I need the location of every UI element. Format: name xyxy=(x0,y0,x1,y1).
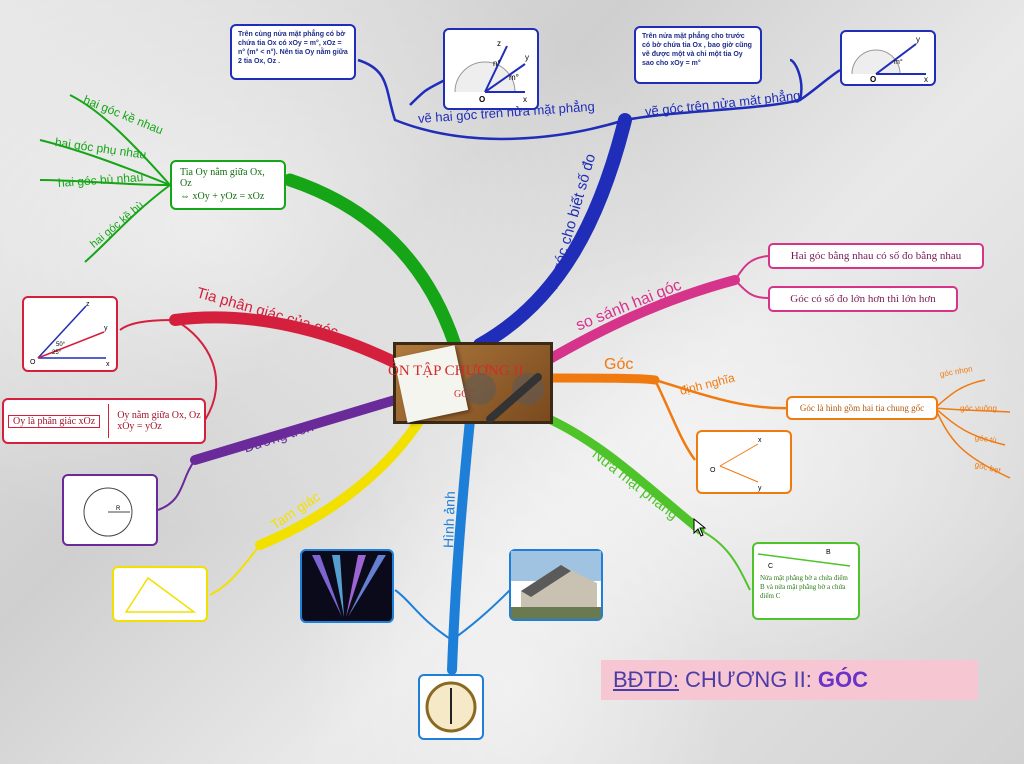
figure-triangle[interactable] xyxy=(112,566,208,622)
branch-green-main xyxy=(283,173,462,352)
bis-z: z xyxy=(86,301,90,308)
image-light-beams[interactable] xyxy=(300,549,394,623)
note-so-sanh-1[interactable]: Hai góc bằng nhau có số đo bằng nhau xyxy=(768,243,984,269)
branch-yellow-sub xyxy=(209,544,261,596)
label-hinh-anh[interactable]: Hình ảnh xyxy=(440,490,458,549)
branch-lightblue-sub xyxy=(394,589,511,641)
branch-blue-right2 xyxy=(799,68,841,102)
bis-y: y xyxy=(104,325,108,332)
central-topic[interactable]: ÔN TẬP CHƯƠNG II GÓC xyxy=(388,342,553,424)
note-ve-hai-goc-text: Trên cùng nửa mặt phẳng có bờ chứa tia O… xyxy=(238,31,348,65)
note-phan-giac[interactable]: Oy là phân giác xOz Oy nằm giữa Ox, Oz x… xyxy=(2,398,206,444)
branch-orange-main xyxy=(548,373,660,385)
branch-purple-sub xyxy=(157,459,196,511)
note-phan-giac-right-2: xOy = yOz xyxy=(117,421,162,432)
half-plane-figure: B C xyxy=(757,549,851,570)
branch-lightblue-main xyxy=(447,415,475,675)
note-dinh-nghia-text: Góc là hình gồm hai tia chung gốc xyxy=(799,403,925,413)
branch-lime-sub xyxy=(699,529,751,591)
fig2-x: x xyxy=(924,75,928,84)
figure-goc[interactable]: x O y xyxy=(696,430,792,494)
note-ve-goc-nmp[interactable]: Trên nửa mặt phẳng cho trước có bờ chứa … xyxy=(634,26,762,84)
half-plane-b: B xyxy=(826,549,831,556)
note-tia-nam-giua-2: ⇔ xOy + yOz = xOz xyxy=(180,191,265,202)
note-tia-nam-giua-1: Tia Oy nằm giữa Ox, Oz xyxy=(180,167,265,189)
figure-angle-two-rays[interactable]: z y n° m° O x xyxy=(443,28,539,110)
house-picture xyxy=(511,551,601,619)
note-phan-giac-left: Oy là phân giác xOz xyxy=(8,414,101,428)
label-goc-vuong[interactable]: góc vuông xyxy=(960,404,997,413)
branch-orange-types xyxy=(934,379,1011,479)
image-house[interactable] xyxy=(509,549,603,621)
tag-prefix: BĐTD: xyxy=(613,667,679,692)
branch-pink-main xyxy=(543,275,740,365)
goc-x: x xyxy=(758,437,762,444)
branch-blue-left xyxy=(357,58,626,141)
note-ve-goc-nmp-text: Trên nửa mặt phẳng cho trước có bờ chứa … xyxy=(642,33,752,67)
goc-o: O xyxy=(710,467,716,474)
clock-picture xyxy=(425,681,477,733)
fig2-o: O xyxy=(870,75,876,84)
bis-o: O xyxy=(30,359,36,366)
figure-bisector[interactable]: z y 50° 25° O x xyxy=(22,296,118,372)
mouse-cursor-icon xyxy=(693,518,707,537)
note-tia-nam-giua[interactable]: Tia Oy nằm giữa Ox, Oz ⇔ xOy + yOz = xOz xyxy=(170,160,286,210)
bis-25: 25° xyxy=(52,350,62,356)
branch-yellow-main xyxy=(255,415,425,550)
figure-circle[interactable]: R xyxy=(62,474,158,546)
branch-green-sub xyxy=(39,94,171,263)
label-goc[interactable]: Góc xyxy=(604,356,634,373)
note-phan-giac-right-1: Oy nằm giữa Ox, Oz xyxy=(117,410,201,421)
branch-purple-main xyxy=(190,395,400,465)
angle-figure-2: y m° O x xyxy=(851,35,928,84)
fig2-y: y xyxy=(916,35,920,44)
branch-orange-sub xyxy=(653,378,791,461)
branch-pink-sub xyxy=(734,255,769,299)
branch-red-main xyxy=(169,311,406,371)
tag-middle: CHƯƠNG II: xyxy=(685,667,812,692)
central-title: ÔN TẬP CHƯƠNG II xyxy=(388,363,524,379)
branch-lime-main xyxy=(535,410,705,535)
central-subtitle: GÓC xyxy=(454,389,476,400)
bis-x: x xyxy=(106,361,110,368)
fig1-m: m° xyxy=(509,73,519,82)
note-nua-mat-phang-text: Nửa mặt phẳng bờ a chứa điểm B và nửa mặ… xyxy=(760,574,848,600)
half-plane-c: C xyxy=(768,563,773,570)
goc-y: y xyxy=(758,485,762,492)
branch-blue-left2 xyxy=(409,78,446,106)
fig1-n: n° xyxy=(493,59,501,68)
branch-red-sub xyxy=(174,319,218,421)
note-dinh-nghia[interactable]: Góc là hình gồm hai tia chung gốc xyxy=(786,396,938,420)
note-nua-mat-phang[interactable]: B C Nửa mặt phẳng bờ a chứa điểm B và nử… xyxy=(752,542,860,620)
fig2-m: m° xyxy=(894,58,903,66)
branch-red-sub2 xyxy=(119,319,176,331)
branch-blue-right xyxy=(624,58,803,122)
bis-50: 50° xyxy=(56,342,66,348)
circle-figure: R xyxy=(83,487,133,537)
circle-r: R xyxy=(116,506,121,512)
branch-blue-main xyxy=(473,113,632,352)
angle-figure-1: z y n° m° O x xyxy=(454,39,529,104)
note-ve-hai-goc[interactable]: Trên cùng nửa mặt phẳng có bờ chứa tia O… xyxy=(230,24,356,80)
fig1-z: z xyxy=(497,39,501,48)
image-clock[interactable] xyxy=(418,674,484,740)
title-tag: BĐTD: CHƯƠNG II: GÓC xyxy=(601,660,978,700)
fig1-o: O xyxy=(479,95,485,104)
fig1-y: y xyxy=(525,53,529,62)
fig1-x: x xyxy=(523,95,527,104)
bisector-figure: z y 50° 25° O x xyxy=(30,301,110,368)
note-so-sanh-2[interactable]: Góc có số đo lớn hơn thì lớn hơn xyxy=(768,286,958,312)
tag-bold: GÓC xyxy=(817,667,869,692)
light-beams-picture xyxy=(312,555,386,617)
goc-figure: x O y xyxy=(710,437,762,492)
paper-graphic xyxy=(393,345,469,423)
triangle-figure xyxy=(124,576,197,613)
media-control-overlay xyxy=(464,373,544,423)
figure-angle-single[interactable]: y m° O x xyxy=(840,30,936,86)
